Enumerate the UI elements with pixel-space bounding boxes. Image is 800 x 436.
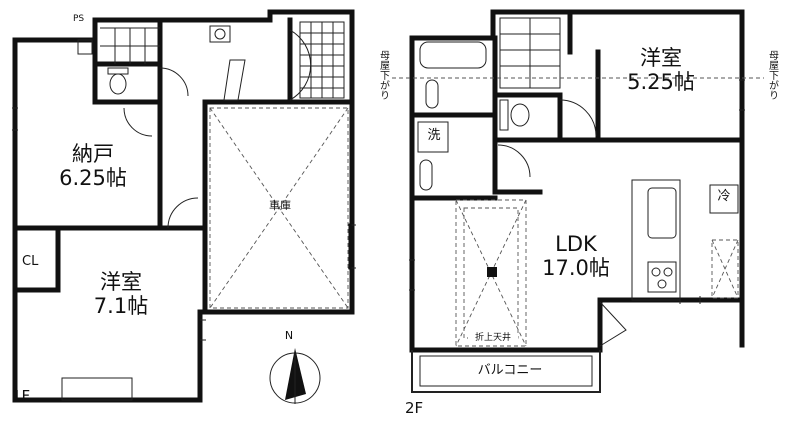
storage-room-name: 納戸 <box>72 142 114 166</box>
compass-north-label: N <box>284 329 294 342</box>
ps-label: PS <box>73 14 85 24</box>
floor2-plan <box>392 9 764 393</box>
western-room-2f-size: 5.25帖 <box>627 70 695 94</box>
balcony-label: バルコニー <box>477 363 543 378</box>
western-room-1f-name: 洋室 <box>100 270 142 294</box>
floor1-label: 1F <box>12 387 31 405</box>
folded-ceiling-label: 折上天井 <box>468 333 518 344</box>
floor2-label: 2F <box>405 399 424 417</box>
ldk-name: LDK <box>555 232 597 256</box>
roof-note-right: 母屋下がり <box>766 50 778 100</box>
floor1-plan <box>12 9 356 404</box>
fridge-label: 冷 <box>717 189 731 204</box>
roof-note-left: 母屋下がり <box>377 50 389 100</box>
compass <box>269 348 321 404</box>
wash-label: 洗 <box>427 128 441 143</box>
garage-label: 車庫 <box>269 199 291 212</box>
western-room-1f-size: 7.1帖 <box>93 294 149 318</box>
ldk-size: 17.0帖 <box>542 256 610 280</box>
closet-label: CL <box>22 254 39 269</box>
storage-room-size: 6.25帖 <box>59 166 127 190</box>
western-room-2f-name: 洋室 <box>640 46 682 70</box>
